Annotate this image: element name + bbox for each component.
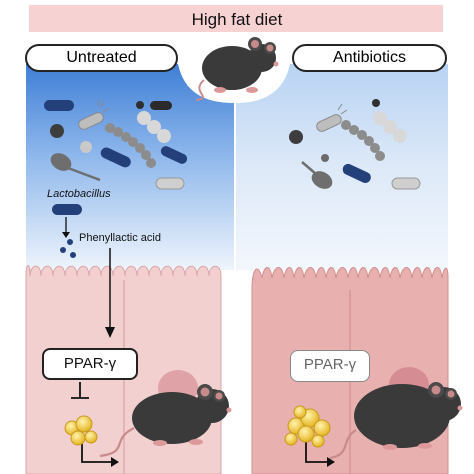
rod-bacterium-icon	[160, 146, 188, 164]
cocci-chain-icon	[137, 111, 151, 125]
rod-bacterium-icon	[52, 204, 82, 215]
cocci-chain-icon	[373, 111, 387, 125]
receptor-label-right: PPAR-γ	[290, 350, 370, 382]
lipid-droplet-icon	[284, 405, 331, 448]
microbes-left	[44, 98, 188, 215]
lipid-droplet-icon	[64, 415, 98, 446]
banner-background	[29, 5, 443, 32]
inhibition-icon	[71, 382, 89, 399]
flagellated-bacterium-icon	[316, 103, 348, 132]
rod-bacterium-icon	[44, 100, 74, 111]
flagellated-bacterium-icon	[78, 98, 110, 130]
banner-title: High fat diet	[191, 10, 283, 29]
receptor-label-left: PPAR-γ	[42, 348, 138, 380]
lumen-right	[236, 64, 448, 270]
rod-bacterium-icon	[150, 101, 172, 110]
fungus-icon	[50, 153, 101, 182]
mouse-icon	[329, 382, 463, 460]
metabolite-label: Phenyllactic acid	[79, 232, 161, 244]
mouse-icon	[99, 384, 232, 458]
bacterium-label: Lactobacillus	[47, 188, 111, 200]
pathway-left	[60, 217, 335, 467]
microbes-right	[289, 99, 421, 190]
rod-bacterium-icon	[342, 163, 371, 183]
mouse-icon	[195, 37, 279, 101]
condition-antibiotics: Antibiotics	[292, 44, 447, 72]
lumen-left	[26, 64, 234, 270]
fungus-icon	[301, 161, 333, 189]
cocci-chain-icon	[105, 123, 156, 168]
rod-bacterium-icon	[100, 147, 131, 168]
arrow-icon	[305, 438, 330, 463]
condition-untreated: Untreated	[25, 44, 178, 72]
arrow-icon	[81, 438, 114, 463]
